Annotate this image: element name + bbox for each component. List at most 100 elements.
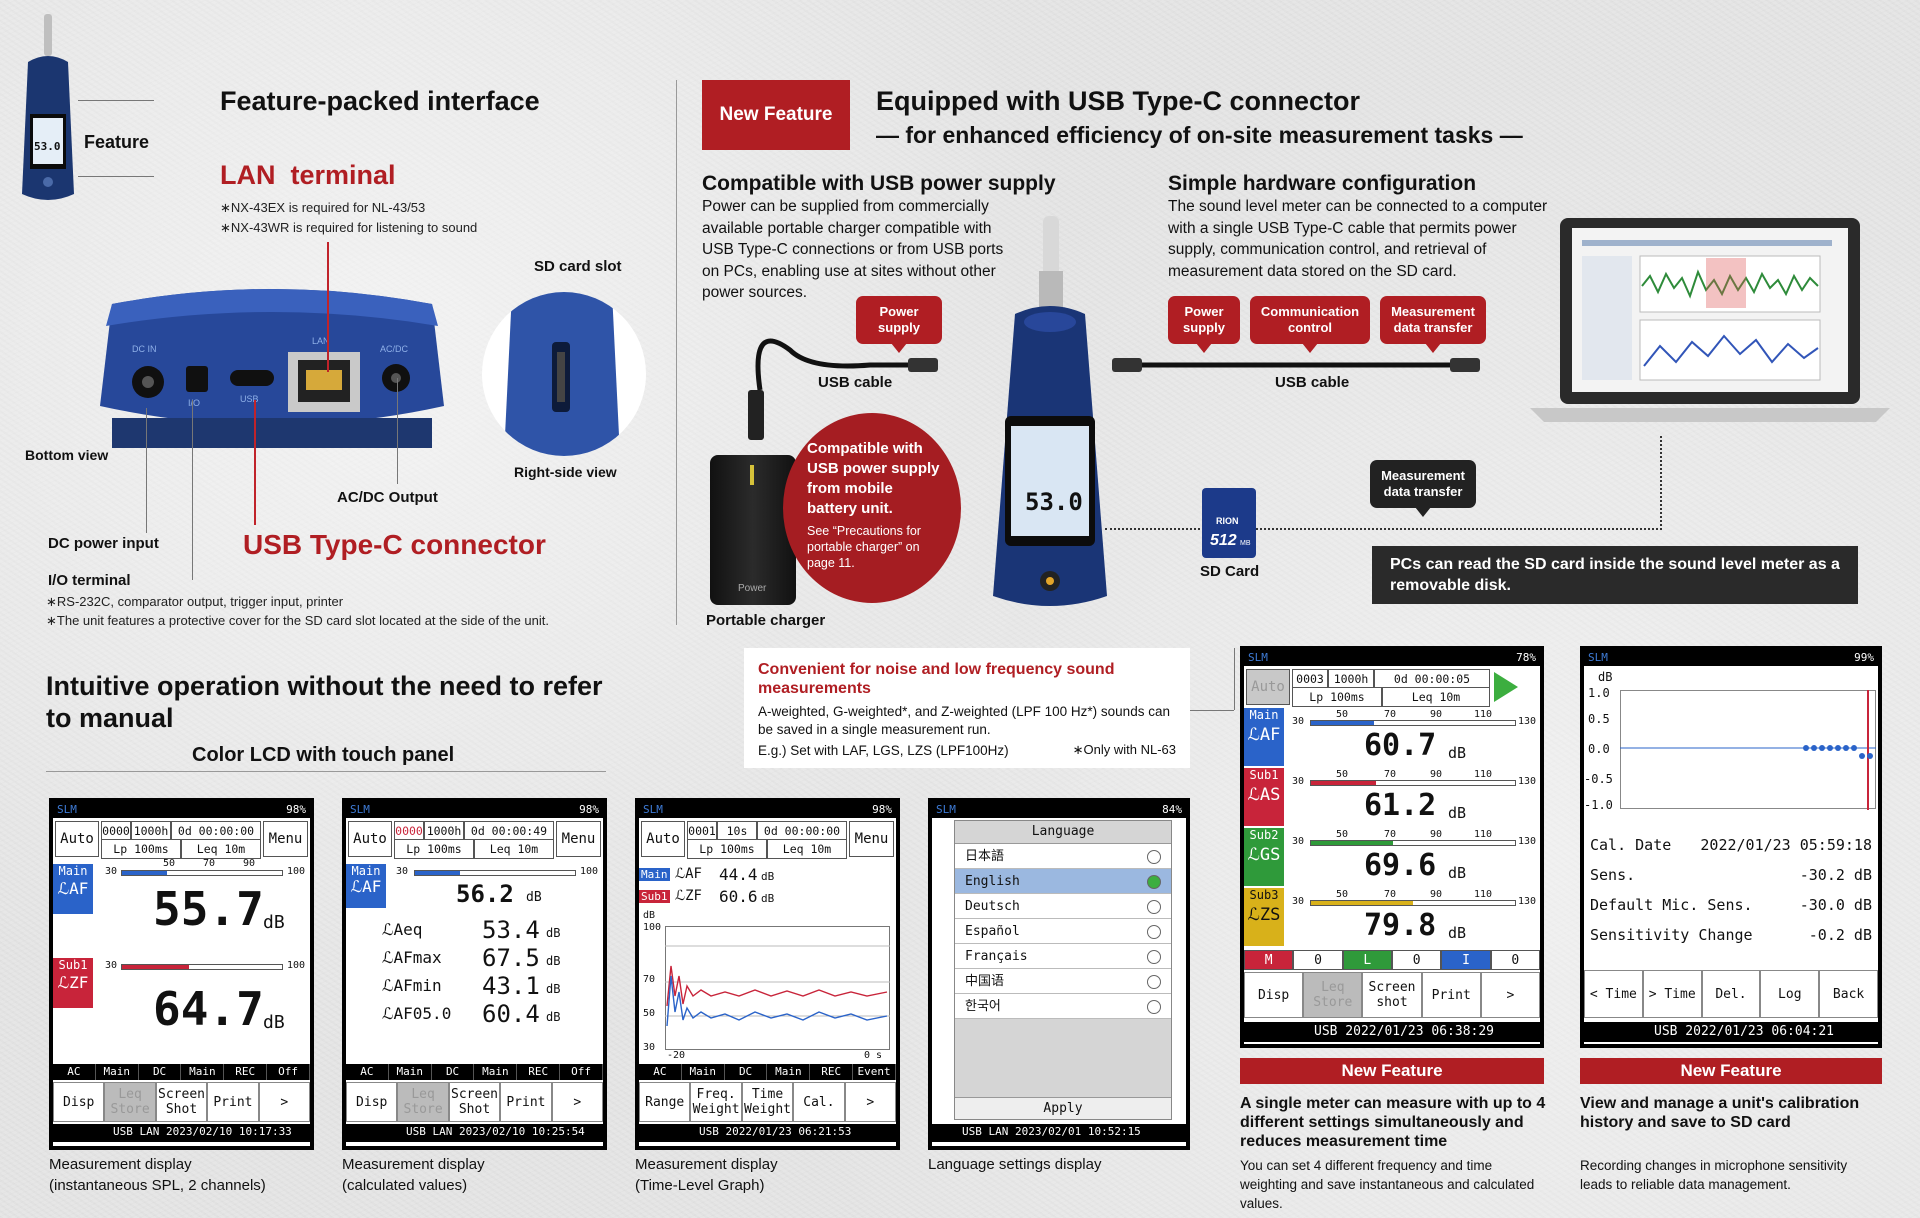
delete-button[interactable]: Del. — [1701, 970, 1761, 1018]
language-option-label: Français — [965, 949, 1028, 964]
auto-button[interactable]: Auto — [55, 821, 99, 857]
laptop-image — [1530, 216, 1890, 426]
radio-icon[interactable] — [1147, 850, 1161, 864]
menu-button[interactable]: Menu — [556, 821, 601, 857]
main-level-bar — [121, 870, 283, 876]
convenient-box: Convenient for noise and low frequency s… — [744, 648, 1190, 768]
language-option[interactable]: 한국어 — [955, 994, 1171, 1019]
prev-time-button[interactable]: < Time — [1584, 970, 1643, 1018]
main-unit: dB — [761, 870, 775, 883]
scale-90: 90 — [243, 858, 256, 869]
status-tabs: AC Main DC Main REC Off — [346, 1064, 603, 1080]
radio-icon[interactable] — [1147, 950, 1161, 964]
lp-cell: Lp 100ms — [394, 839, 474, 859]
lafmin-unit: dB — [546, 982, 561, 996]
laf05-label: ℒAF05.0 — [382, 1004, 452, 1023]
screen-shot-button[interactable]: Screen Shot — [155, 1082, 208, 1122]
lafmax-label: ℒAFmax — [382, 948, 442, 967]
radio-icon[interactable] — [1147, 875, 1161, 889]
auto-button[interactable]: Auto — [348, 821, 392, 857]
lan-note-2: ∗NX-43WR is required for listening to so… — [220, 220, 478, 235]
language-option[interactable]: 中国语 — [955, 969, 1171, 994]
radio-icon[interactable] — [1147, 1000, 1161, 1014]
back-button[interactable]: Back — [1819, 970, 1878, 1018]
radio-icon[interactable] — [1147, 900, 1161, 914]
scale-tick: 130 — [1518, 776, 1537, 787]
range-button[interactable]: Range — [639, 1082, 691, 1122]
language-option[interactable]: Español — [955, 919, 1171, 944]
count-cell: 0000 — [101, 821, 131, 841]
next-page-button[interactable]: > — [844, 1082, 896, 1122]
y-tick-1: 1.0 — [1588, 686, 1610, 700]
freq-weight-button[interactable]: Freq. Weight — [690, 1082, 742, 1122]
usb-power-title: Compatible with USB power supply — [702, 172, 1056, 195]
print-button[interactable]: Print — [207, 1082, 259, 1122]
status-bar: USB 2022/01/23 06:04:21 — [1584, 1022, 1878, 1042]
lp-cell: Lp 100ms — [101, 839, 181, 859]
tab-main-2: Main — [474, 1064, 518, 1080]
play-icon[interactable] — [1494, 672, 1518, 702]
tab-off: Off — [267, 1064, 310, 1080]
leq-store-button[interactable]: Leq Store — [397, 1082, 449, 1122]
language-option[interactable]: Deutsch — [955, 894, 1171, 919]
soft-buttons: Disp Leq Store Screen Shot Print > — [53, 1082, 310, 1122]
main-tag-text: Main — [58, 864, 88, 878]
main-symbol: ℒAF — [675, 866, 702, 882]
next-page-button[interactable]: > — [1480, 972, 1540, 1018]
next-time-button[interactable]: > Time — [1642, 970, 1702, 1018]
sens-value: -30.2 dB — [1799, 866, 1872, 884]
print-button[interactable]: Print — [500, 1082, 552, 1122]
disp-button[interactable]: Disp — [346, 1082, 398, 1122]
disp-button[interactable]: Disp — [53, 1082, 105, 1122]
tab-dc: DC — [725, 1064, 768, 1080]
lafmax-unit: dB — [546, 954, 561, 968]
scale-tick: 70 — [1384, 829, 1397, 840]
scale-tick: 110 — [1474, 769, 1493, 780]
print-button[interactable]: Print — [1421, 972, 1481, 1018]
log-button[interactable]: Log — [1760, 970, 1820, 1018]
sub-scale-100: 100 — [287, 960, 306, 971]
menu-button[interactable]: Menu — [849, 821, 894, 857]
time-cell: 0d 00:00:00 — [757, 821, 847, 841]
leq-cell: Leq 10m — [767, 839, 847, 859]
leq-store-button[interactable]: Leq Store — [1303, 972, 1363, 1018]
x-tick-end: 0 s — [864, 1050, 883, 1061]
bubble-measurement-transfer: Measurement data transfer — [1380, 296, 1486, 353]
leq-store-button[interactable]: Leq Store — [104, 1082, 156, 1122]
laeq-value: 53.4 — [482, 916, 540, 944]
main-channel-tag: Main ℒAF — [53, 864, 93, 914]
cal-button[interactable]: Cal. — [793, 1082, 845, 1122]
menu-button[interactable]: Menu — [263, 821, 308, 857]
scale-70: 70 — [203, 858, 216, 869]
next-page-button[interactable]: > — [258, 1082, 310, 1122]
bottom-heading: Intuitive operation without the need to … — [46, 671, 603, 733]
io-leader-line — [192, 400, 193, 580]
radio-icon[interactable] — [1147, 975, 1161, 989]
slm-label: SLM — [643, 803, 663, 816]
disp-button[interactable]: Disp — [1244, 972, 1304, 1018]
language-option[interactable]: English — [955, 869, 1171, 894]
time-weight-button[interactable]: Time Weight — [741, 1082, 794, 1122]
scale-tick: 110 — [1474, 829, 1493, 840]
auto-button[interactable]: Auto — [1246, 669, 1290, 705]
screen-shot-button[interactable]: Screen Shot — [448, 1082, 501, 1122]
language-option[interactable]: 日本語 — [955, 844, 1171, 869]
tab-main: Main — [389, 1064, 432, 1080]
range-cell: 1000h — [131, 821, 171, 841]
port-label-io: I/O — [188, 398, 201, 408]
channel-level-bar — [1310, 840, 1516, 846]
radio-icon[interactable] — [1147, 925, 1161, 939]
auto-button[interactable]: Auto — [641, 821, 685, 857]
next-page-button[interactable]: > — [551, 1082, 603, 1122]
sub-symbol: ℒZF — [57, 973, 89, 992]
sub-unit: dB — [263, 1012, 285, 1033]
io-note-2: ∗The unit features a protective cover fo… — [46, 613, 549, 628]
screen-shot-button[interactable]: Screen shot — [1362, 972, 1422, 1018]
language-option[interactable]: Français — [955, 944, 1171, 969]
battery-level: 78% — [1516, 651, 1536, 664]
conv-note: ∗Only with NL-63 — [1072, 742, 1176, 757]
scale-tick: 110 — [1474, 889, 1493, 900]
apply-button[interactable]: Apply — [955, 1097, 1171, 1119]
scale-tick: 30 — [1292, 836, 1305, 847]
